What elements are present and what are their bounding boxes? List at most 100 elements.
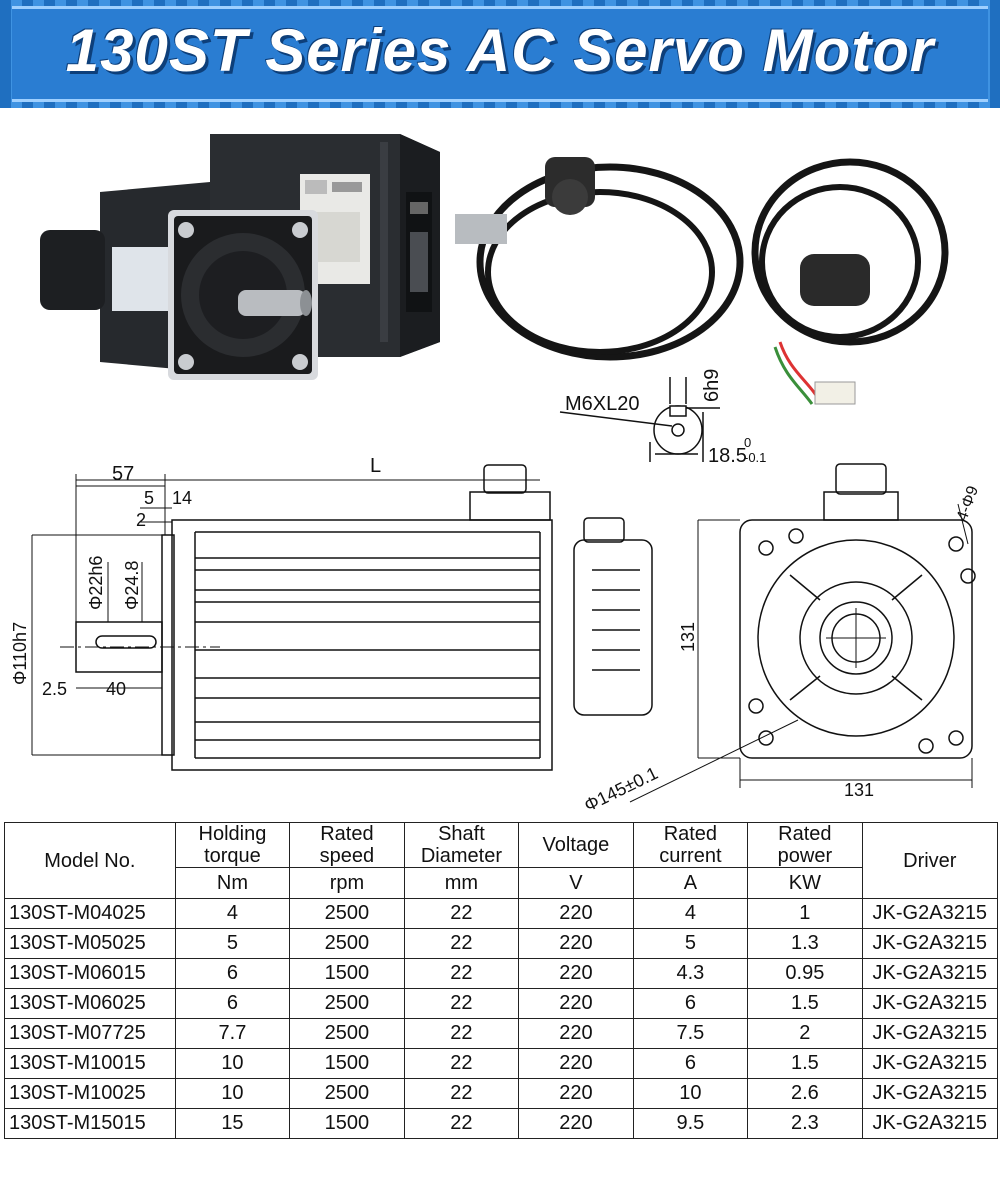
value-cell: 7.7 [174, 1018, 291, 1049]
value-cell: 1500 [289, 1108, 405, 1139]
value-cell: 22 [403, 1018, 520, 1049]
dim-5: 5 [144, 488, 154, 508]
dim-width-131: 131 [844, 780, 874, 800]
value-cell: 2.6 [747, 1078, 863, 1109]
value-cell: 220 [518, 1048, 634, 1079]
dim-40: 40 [106, 679, 126, 699]
driver-cell: JK-G2A3215 [861, 1108, 999, 1139]
value-cell: 6 [632, 1048, 749, 1079]
value-cell: 10 [632, 1078, 749, 1109]
driver-cell: JK-G2A3215 [861, 1048, 999, 1079]
value-cell: 10 [174, 1078, 291, 1109]
value-cell: 1.5 [747, 988, 863, 1019]
driver-cell: JK-G2A3215 [861, 958, 999, 989]
value-cell: 4.3 [632, 958, 749, 989]
value-cell: 5 [174, 928, 291, 959]
unit-diameter: mm [403, 867, 520, 899]
key-label: 6h9 [701, 369, 723, 402]
model-cell: 130ST-M04025 [4, 898, 176, 929]
value-cell: 2500 [289, 1018, 405, 1049]
dim-14: 14 [172, 488, 192, 508]
value-cell: 22 [403, 958, 520, 989]
value-cell: 6 [632, 988, 749, 1019]
value-cell: 4 [632, 898, 749, 929]
dim-spigot-diameter: Φ110h7 [10, 622, 30, 685]
value-cell: 220 [518, 1108, 634, 1139]
value-cell: 2 [747, 1018, 863, 1049]
dim-mounting-holes: 4-Φ9 [954, 484, 982, 524]
unit-current: A [632, 867, 749, 899]
title-banner-inner [12, 6, 988, 102]
value-cell: 10 [174, 1048, 291, 1079]
key-depth-label: 18.5 [708, 445, 747, 462]
unit-speed: rpm [289, 867, 405, 899]
value-cell: 7.5 [632, 1018, 749, 1049]
driver-cell: JK-G2A3215 [861, 1018, 999, 1049]
header-voltage: Voltage [518, 822, 634, 868]
dim-24-8: Φ24.8 [122, 561, 142, 610]
table-unit-row: Nm rpm mm V A KW [5, 867, 998, 899]
value-cell: 22 [403, 898, 520, 929]
value-cell: 22 [403, 1048, 520, 1079]
value-cell: 22 [403, 928, 520, 959]
driver-cell: JK-G2A3215 [861, 928, 999, 959]
encoder-cable-image [455, 157, 744, 361]
driver-cell: JK-G2A3215 [861, 1078, 999, 1109]
unit-torque: Nm [174, 867, 291, 899]
dim-2: 2 [136, 510, 146, 530]
front-view [629, 463, 976, 803]
value-cell: 5 [632, 928, 749, 959]
key-tol-bottom: -0.1 [744, 450, 766, 462]
driver-cell: JK-G2A3215 [861, 988, 999, 1019]
value-cell: 220 [518, 928, 634, 959]
key-tol-top: 0 [744, 435, 751, 450]
value-cell: 6 [174, 958, 291, 989]
value-cell: 220 [518, 1078, 634, 1109]
value-cell: 2.3 [747, 1108, 863, 1139]
model-cell: 130ST-M15015 [4, 1108, 176, 1139]
model-cell: 130ST-M10015 [4, 1048, 176, 1079]
value-cell: 220 [518, 958, 634, 989]
value-cell: 2500 [289, 1078, 405, 1109]
value-cell: 1.3 [747, 928, 863, 959]
value-cell: 1500 [289, 1048, 405, 1079]
side-view [31, 464, 653, 771]
header-driver: Driver [861, 822, 999, 899]
title-banner: 130ST Series AC Servo Motor [0, 0, 1000, 108]
value-cell: 1500 [289, 958, 405, 989]
value-cell: 4 [174, 898, 291, 929]
value-cell: 220 [518, 898, 634, 929]
dim-pcd: Φ145±0.1 [581, 763, 661, 816]
value-cell: 220 [518, 988, 634, 1019]
value-cell: 9.5 [632, 1108, 749, 1139]
dim-2-5: 2.5 [42, 679, 67, 699]
value-cell: 0.95 [747, 958, 863, 989]
value-cell: 2500 [289, 898, 405, 929]
value-cell: 6 [174, 988, 291, 1019]
value-cell: 22 [403, 1108, 520, 1139]
value-cell: 22 [403, 988, 520, 1019]
driver-cell: JK-G2A3215 [861, 898, 999, 929]
header-model: Model No. [4, 822, 176, 899]
dim-57: 57 [112, 463, 134, 485]
value-cell: 1.5 [747, 1048, 863, 1079]
value-cell: 15 [174, 1108, 291, 1139]
model-cell: 130ST-M05025 [4, 928, 176, 959]
product-photos: M6XL20 6h9 18.5 0 -0.1 [40, 134, 949, 462]
model-cell: 130ST-M07725 [4, 1018, 176, 1049]
power-cable-image [751, 158, 949, 405]
value-cell: 220 [518, 1018, 634, 1049]
dim-length: L [370, 455, 381, 477]
